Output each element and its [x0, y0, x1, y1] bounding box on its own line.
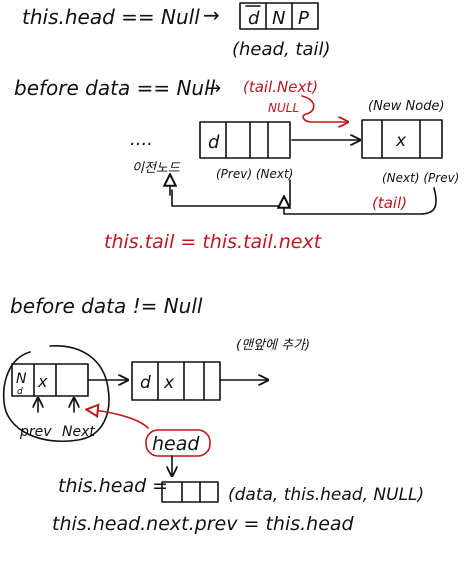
new-head-data-sub: d	[17, 387, 23, 397]
null-to-newnode-arrow	[301, 95, 348, 122]
existing-node: d	[199, 121, 291, 159]
section-before-null: before data == Null → (tail.Next) NULL (…	[14, 76, 459, 253]
annotation-null: NULL	[268, 101, 299, 115]
existing-node-data: d	[208, 132, 220, 153]
cell-data: d	[248, 8, 260, 29]
new-head-next-cell: N	[16, 371, 27, 387]
head-pointer-arrow	[92, 410, 149, 429]
new-node-box	[161, 481, 219, 503]
new-head-node: N d x	[11, 363, 89, 397]
node-box-dnp: d N P	[239, 2, 319, 30]
assign-head: this.head =	[58, 475, 168, 497]
next-label: Next	[62, 424, 95, 440]
ellipsis: ....	[130, 129, 153, 150]
new-node-data: x	[395, 131, 407, 151]
condition-before-not-null: before data != Null	[10, 294, 203, 318]
constructor-args: (head, tail)	[232, 39, 331, 60]
implies-arrow: →	[206, 78, 221, 99]
assign-prev: this.head.next.prev = this.head	[52, 513, 355, 535]
section-before-not-null: before data != Null (맨앞에 추가) N d x d x p…	[2, 294, 424, 535]
prev-link-line	[171, 179, 291, 207]
existing-node-name: 이전노드	[132, 161, 181, 176]
assign-args: (data, this.head, NULL)	[228, 485, 424, 505]
old-head-node: d x	[131, 361, 221, 401]
condition-before-null: before data == Null	[14, 76, 216, 100]
next-prev-right: (Next) (Prev)	[382, 171, 459, 185]
prepend-note: (맨앞에 추가)	[236, 338, 310, 353]
condition-head-null: this.head == Null	[22, 5, 200, 29]
annotation-tail-next: (tail.Next)	[243, 78, 318, 96]
cell-next: N	[272, 8, 285, 29]
prev-next-left: (Prev) (Next)	[216, 167, 293, 181]
implies-arrow: →	[203, 3, 220, 27]
prev-back-arrow	[284, 187, 437, 215]
new-node-label: (New Node)	[368, 99, 445, 114]
new-head-circle	[2, 345, 110, 442]
head-circle	[145, 429, 211, 457]
section-head-null: this.head == Null → d N P (head, tail)	[22, 2, 331, 60]
cell-prev: P	[298, 8, 309, 29]
new-head-prev-cell: x	[37, 372, 48, 391]
prev-label: prev	[19, 424, 52, 440]
tail-assignment: this.tail = this.tail.next	[104, 231, 323, 253]
old-head-data: d	[140, 373, 151, 393]
old-head-cell-x: x	[163, 373, 175, 393]
tail-label: (tail)	[372, 194, 407, 212]
head-label: head	[152, 433, 200, 455]
new-node: x	[361, 119, 443, 159]
